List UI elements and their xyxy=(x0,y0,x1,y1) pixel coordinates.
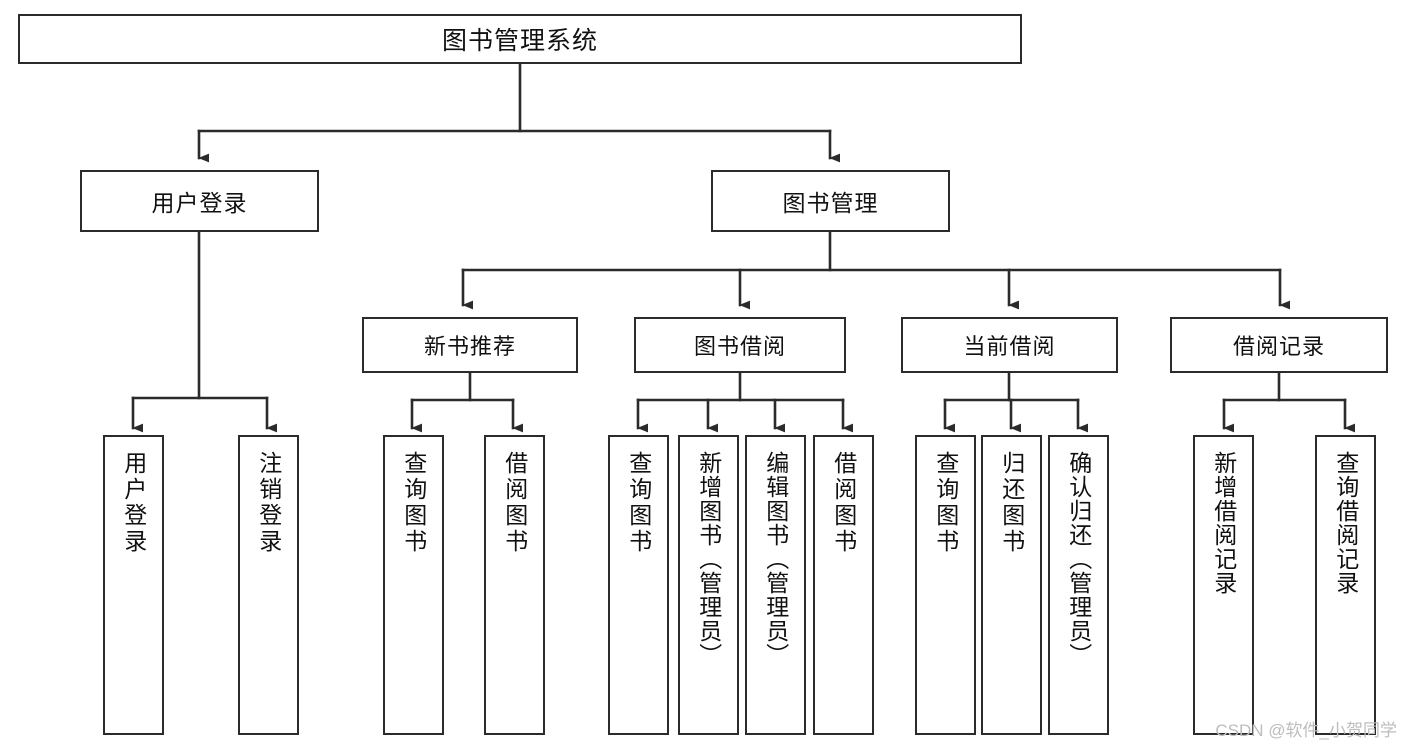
node-label: 新书推荐 xyxy=(423,334,516,359)
node-label: 确认归还（管理员） xyxy=(1065,451,1092,667)
node-label: 新增图书（管理员） xyxy=(695,451,722,667)
node-label: 用户登录 xyxy=(120,451,147,555)
node-label: 图书管理 xyxy=(782,190,879,216)
node-label: 查询图书 xyxy=(932,451,959,555)
node-label: 编辑图书（管理员） xyxy=(762,451,789,667)
node-label: 新增借阅记录 xyxy=(1210,451,1237,595)
leaf-user-login-login[interactable]: 用户登录 xyxy=(103,435,164,735)
leaf-book-borrow-query-book[interactable]: 查询图书 xyxy=(608,435,669,735)
leaf-new-book-query-book[interactable]: 查询图书 xyxy=(383,435,444,735)
leaf-current-borrow-query-book[interactable]: 查询图书 xyxy=(915,435,976,735)
node-book-borrow[interactable]: 图书借阅 xyxy=(634,317,846,373)
node-borrow-record[interactable]: 借阅记录 xyxy=(1170,317,1388,373)
node-label: 查询图书 xyxy=(625,451,652,555)
node-user-login[interactable]: 用户登录 xyxy=(80,170,319,232)
node-label: 用户登录 xyxy=(151,190,248,216)
node-label: 借阅图书 xyxy=(830,451,857,555)
node-label: 查询借阅记录 xyxy=(1332,451,1359,595)
leaf-book-borrow-edit-book-admin[interactable]: 编辑图书（管理员） xyxy=(745,435,806,735)
leaf-current-borrow-return-book[interactable]: 归还图书 xyxy=(981,435,1042,735)
node-label: 借阅记录 xyxy=(1232,334,1325,359)
node-book-management[interactable]: 图书管理 xyxy=(711,170,950,232)
leaf-user-login-logout[interactable]: 注销登录 xyxy=(238,435,299,735)
node-label: 查询图书 xyxy=(400,451,427,555)
leaf-new-book-borrow-book[interactable]: 借阅图书 xyxy=(484,435,545,735)
node-label: 归还图书 xyxy=(998,451,1025,555)
node-label: 借阅图书 xyxy=(501,451,528,555)
leaf-book-borrow-borrow-book[interactable]: 借阅图书 xyxy=(813,435,874,735)
node-new-book-recommend[interactable]: 新书推荐 xyxy=(362,317,578,373)
node-label: 当前借阅 xyxy=(963,334,1056,359)
watermark: CSDN @软件_小贺同学 xyxy=(1215,721,1397,740)
leaf-borrow-record-add-record[interactable]: 新增借阅记录 xyxy=(1193,435,1254,735)
leaf-borrow-record-query-record[interactable]: 查询借阅记录 xyxy=(1315,435,1376,735)
leaf-book-borrow-add-book-admin[interactable]: 新增图书（管理员） xyxy=(678,435,739,735)
node-label: 图书管理系统 xyxy=(441,27,598,55)
node-label: 图书借阅 xyxy=(693,334,786,359)
node-root-book-management-system[interactable]: 图书管理系统 xyxy=(18,14,1022,64)
node-label: 注销登录 xyxy=(255,451,282,555)
node-current-borrow[interactable]: 当前借阅 xyxy=(901,317,1118,373)
leaf-current-borrow-confirm-return-admin[interactable]: 确认归还（管理员） xyxy=(1048,435,1109,735)
